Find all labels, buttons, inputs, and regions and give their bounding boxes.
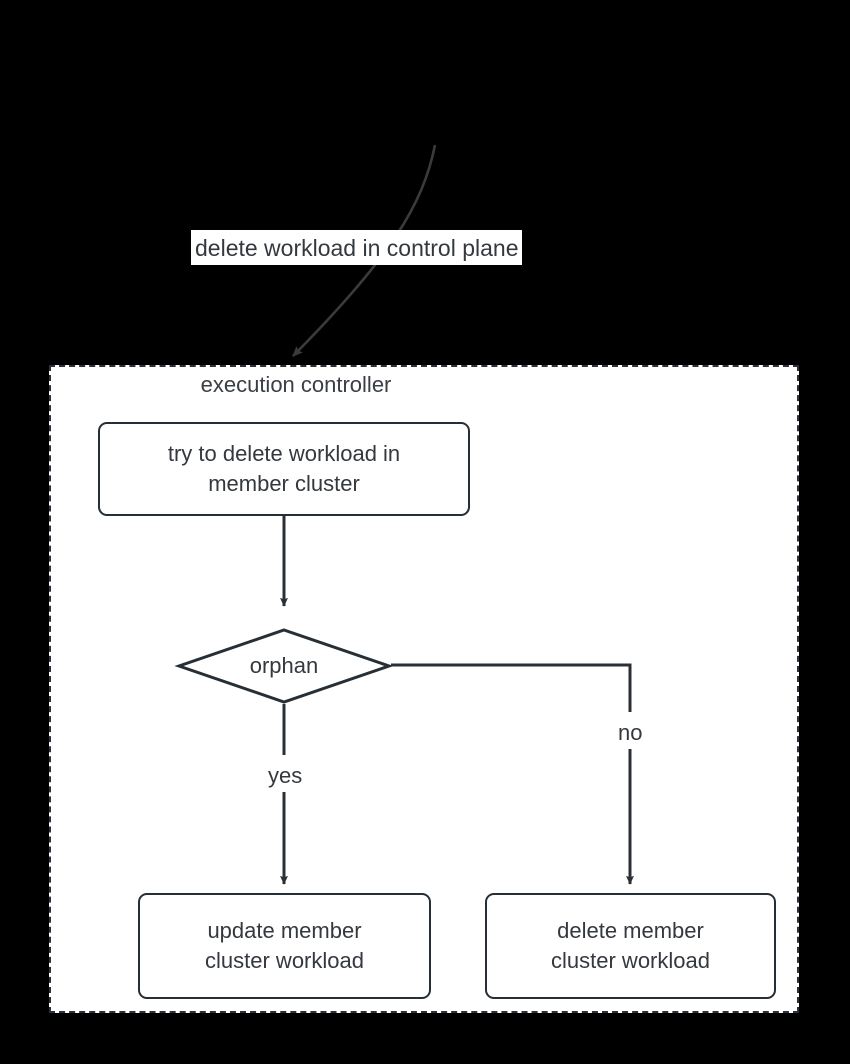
node-try-to-delete-workload[interactable]: try to delete workload in member cluster [98, 422, 470, 516]
edge-orphan-no-upper [391, 663, 632, 712]
diamond-shape [174, 628, 394, 704]
node-delete-label: delete member cluster workload [551, 918, 710, 973]
subgraph-title: execution controller [200, 372, 392, 397]
node-delete-member-cluster-workload[interactable]: delete member cluster workload [485, 893, 776, 999]
edge-label-yes: yes [262, 760, 309, 792]
edge-label-delete-workload-in-control-plane: delete workload in control plane [191, 230, 523, 265]
edge-label-no: no [612, 717, 649, 749]
node-try-label: try to delete workload in member cluster [167, 441, 401, 496]
node-update-label: update member cluster workload [205, 918, 364, 973]
node-orphan-decision[interactable]: orphan [174, 628, 394, 704]
node-update-member-cluster-workload[interactable]: update member cluster workload [138, 893, 431, 999]
